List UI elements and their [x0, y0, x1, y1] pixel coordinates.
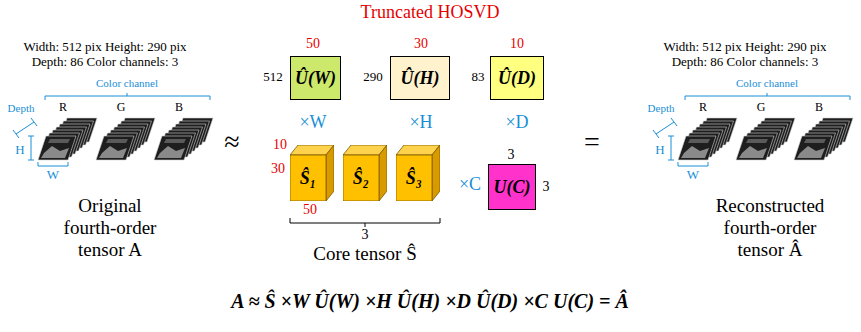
- core-slice-cube: Ŝ₃: [396, 145, 440, 201]
- channel-label: B: [175, 101, 183, 115]
- tensor-caption: Reconstructed fourth-order tensor Â: [703, 195, 838, 261]
- dimension-number: 3: [508, 147, 515, 163]
- depth-bracket: [13, 118, 37, 138]
- matrix-symbol: Û(H): [401, 68, 440, 89]
- matrix-symbol: Ŝ₂: [353, 168, 369, 189]
- core-slice-cube: Ŝ₁: [290, 145, 334, 201]
- factor-matrix: U(C): [488, 164, 536, 210]
- info-text: Width: 512 pix Height: 290 pix Depth: 86…: [653, 40, 838, 70]
- dimension-number: 290: [363, 70, 383, 85]
- axis-label: Depth: [8, 102, 35, 115]
- width-bracket: [38, 162, 68, 166]
- rank-number: 30: [414, 36, 428, 52]
- height-bracket: [28, 136, 34, 160]
- channel-bracket: [45, 93, 210, 100]
- equals-sign: =: [584, 126, 600, 158]
- cube-face: Ŝ₂: [343, 155, 379, 201]
- blue-channel-stack: [154, 118, 213, 160]
- dimension-number: 512: [263, 70, 283, 85]
- rank-number: 30: [271, 161, 285, 177]
- diagram-title: Truncated HOSVD: [361, 2, 500, 23]
- rank-number: 50: [306, 36, 320, 52]
- image-stacks: [653, 93, 853, 166]
- axis-label: H: [655, 143, 664, 158]
- channel-label: B: [815, 101, 823, 115]
- approx-sign: ≈: [224, 126, 239, 158]
- matrix-symbol: U(C): [494, 177, 531, 198]
- green-channel-stack: [96, 118, 155, 160]
- dimension-number: 83: [472, 70, 485, 85]
- core-bracket: [290, 218, 440, 227]
- axis-label: Color channel: [96, 77, 158, 90]
- factor-matrix: Û(D): [490, 56, 544, 100]
- axis-label: Color channel: [736, 77, 798, 90]
- mode-product: ×W: [299, 112, 326, 133]
- rank-number: 10: [510, 36, 524, 52]
- dimension-number: 3: [362, 227, 369, 243]
- cube-face: Ŝ₃: [396, 155, 432, 201]
- mode-product: ×C: [459, 174, 481, 195]
- core-caption: Core tensor Ŝ: [280, 243, 450, 265]
- channel-label: G: [117, 101, 126, 115]
- channel-label: G: [757, 101, 766, 115]
- equation: A ≈ Ŝ ×W Û(W) ×H Û(H) ×D Û(D) ×C U(C) = …: [0, 290, 861, 313]
- axis-label: W: [687, 168, 699, 183]
- axis-label: H: [15, 143, 24, 158]
- dimension-number: 3: [543, 179, 550, 195]
- matrix-symbol: Ŝ₁: [300, 168, 316, 189]
- red-channel-stack: [38, 118, 97, 160]
- core-slice-cube: Ŝ₂: [343, 145, 387, 201]
- matrix-symbol: Ŝ₃: [406, 168, 422, 189]
- axis-label: Depth: [648, 102, 675, 115]
- factor-matrix: Û(H): [390, 56, 450, 100]
- factor-matrix: Û(W): [290, 56, 341, 100]
- image-stacks: [13, 93, 213, 166]
- rank-number: 50: [303, 202, 317, 218]
- matrix-symbol: Û(D): [498, 68, 536, 89]
- mode-product: ×D: [505, 112, 528, 133]
- channel-label: R: [59, 101, 67, 115]
- channel-label: R: [699, 101, 707, 115]
- mode-product: ×H: [409, 112, 432, 133]
- tensor-caption: Original fourth-order tensor A: [53, 195, 168, 261]
- info-text: Width: 512 pix Height: 290 pix Depth: 86…: [13, 40, 198, 70]
- cube-face: Ŝ₁: [290, 155, 326, 201]
- rank-number: 10: [273, 137, 287, 153]
- matrix-symbol: Û(W): [295, 68, 336, 89]
- axis-label: W: [47, 168, 59, 183]
